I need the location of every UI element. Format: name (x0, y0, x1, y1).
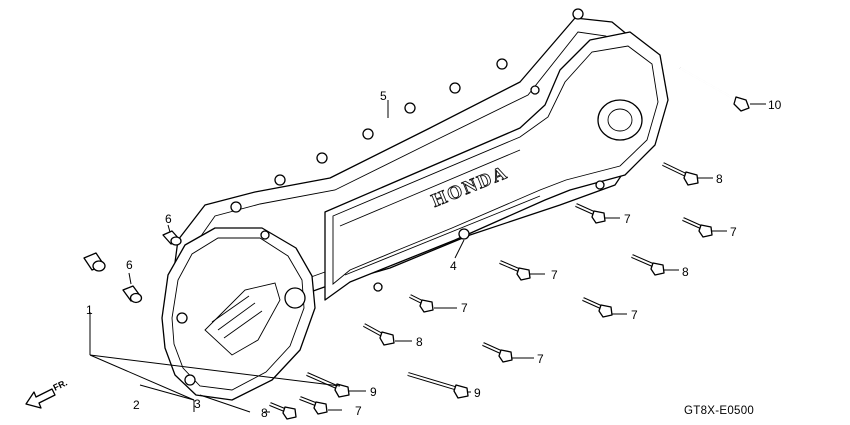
bolt-7-a (575, 203, 606, 224)
bolt-8-c (363, 323, 395, 346)
dowel-pin-upper (162, 230, 182, 246)
callout-7-f: 7 (537, 352, 544, 366)
bolt-7-f (482, 342, 513, 363)
front-direction-indicator: FR. (25, 377, 69, 409)
callout-9-a: 9 (370, 385, 377, 399)
front-label: FR. (51, 377, 68, 392)
callout-8-c: 8 (416, 335, 423, 349)
bolt-9-b (407, 372, 469, 399)
gasket-lugs (230, 8, 584, 213)
bolt-8-d (269, 402, 297, 420)
callout-9-b: 9 (474, 386, 481, 400)
callout-4: 4 (450, 259, 457, 273)
callout-7-e: 7 (461, 301, 468, 315)
bolt-8-b (631, 254, 665, 276)
callout-6-lower: 6 (126, 258, 133, 272)
bolt-8-a (662, 162, 699, 186)
callout-7-b: 7 (730, 225, 737, 239)
callout-8-a: 8 (716, 172, 723, 186)
callout-labels: 1 2 3 4 5 6 6 7 7 7 7 7 7 7 8 8 8 8 9 9 … (86, 89, 782, 420)
callout-7-c: 7 (551, 268, 558, 282)
callout-7-d: 7 (631, 308, 638, 322)
callout-8-b: 8 (682, 265, 689, 279)
bolt-set (269, 162, 713, 420)
bolt-7-e (409, 294, 434, 313)
callout-5: 5 (380, 89, 387, 103)
bolt-7-g (299, 396, 328, 415)
bolt-7-c (499, 260, 531, 281)
leader-lines (89, 100, 766, 413)
callout-3: 3 (194, 397, 201, 411)
bolt-9-a (306, 372, 350, 398)
callout-7-a: 7 (624, 212, 631, 226)
callout-1: 1 (86, 303, 93, 317)
callout-6-upper: 6 (165, 212, 172, 226)
callout-7-g: 7 (355, 404, 362, 418)
bolt-7-d (582, 297, 613, 318)
diagram-code: GT8X-E0500 (684, 405, 754, 417)
callout-8-d: 8 (261, 406, 268, 420)
front-arrow-icon (25, 388, 56, 409)
air-duct-cover (161, 227, 316, 401)
dowel-pin-lower (122, 285, 143, 304)
long-bolt-10 (679, 67, 750, 112)
crankcase-cover: HONDA (324, 31, 669, 301)
bolt-7-b (682, 217, 713, 238)
callout-10: 10 (768, 98, 782, 112)
collar (83, 252, 106, 272)
callout-2: 2 (133, 398, 140, 412)
